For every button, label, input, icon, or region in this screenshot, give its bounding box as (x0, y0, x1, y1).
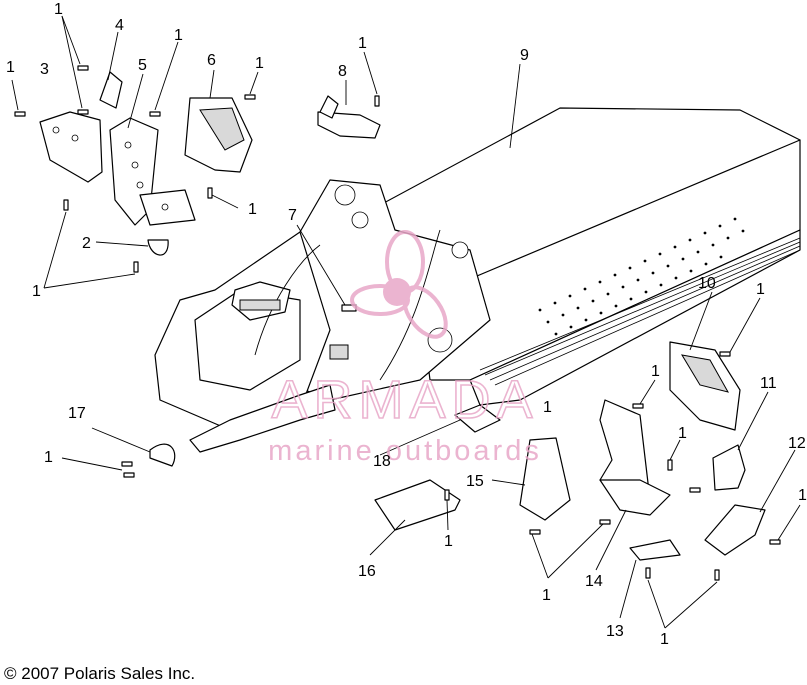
watermark: ARMADA marine outboards (268, 230, 542, 467)
callout-8: 8 (338, 63, 347, 80)
part-17-cover (149, 443, 176, 467)
callout-1: 1 (6, 59, 15, 76)
callout-1: 1 (444, 533, 453, 550)
callout-7: 7 (288, 207, 297, 224)
callout-1: 1 (798, 487, 807, 504)
callout-1: 1 (32, 283, 41, 300)
callout-1: 1 (660, 631, 669, 648)
callout-10: 10 (698, 275, 716, 292)
callout-9: 9 (520, 47, 529, 64)
callout-17: 17 (68, 405, 86, 422)
watermark-brand: ARMADA (271, 370, 538, 430)
part-6-guard (184, 97, 253, 173)
part-3-bracket (39, 111, 103, 183)
part-4-clip (99, 71, 123, 109)
callout-1: 1 (542, 587, 551, 604)
callout-15: 15 (466, 473, 484, 490)
part-11-panel (712, 444, 746, 491)
callout-6: 6 (207, 52, 216, 69)
copyright-notice: © 2007 Polaris Sales Inc. (4, 664, 196, 683)
part-8-mount (317, 95, 381, 139)
callout-13: 13 (606, 623, 624, 640)
callout-1: 1 (248, 201, 257, 218)
part-14-support (599, 399, 671, 516)
callout-16: 16 (358, 563, 376, 580)
fasteners (14, 65, 781, 581)
callout-4: 4 (115, 17, 124, 34)
callout-14: 14 (585, 573, 603, 590)
callout-1: 1 (678, 425, 687, 442)
callout-18: 18 (373, 453, 391, 470)
callout-1: 1 (756, 281, 765, 298)
callout-1: 1 (174, 27, 183, 44)
callout-1: 1 (44, 449, 53, 466)
watermark-logo-icon (350, 230, 448, 339)
callout-1: 1 (358, 35, 367, 52)
part-16-plate (374, 479, 461, 531)
callout-1: 1 (54, 1, 63, 18)
callout-1: 1 (543, 399, 552, 416)
callout-12: 12 (788, 435, 806, 452)
tunnel-perforations (538, 217, 745, 336)
part-18-mount (454, 404, 501, 433)
callout-2: 2 (82, 235, 91, 252)
callout-1: 1 (651, 363, 660, 380)
part-2-clamp (147, 239, 169, 256)
callout-labels: 1 3 1 4 5 1 6 1 1 8 9 7 1 2 1 10 1 11 1 … (6, 1, 807, 648)
part-10-guard (669, 341, 741, 431)
part-12-plate (704, 504, 766, 556)
callout-5: 5 (138, 57, 147, 74)
leader-lines (11, 15, 801, 629)
part-15-guard (519, 437, 571, 521)
callout-11: 11 (760, 375, 777, 392)
part-13-bracket (629, 539, 681, 561)
part-5-plate (109, 117, 196, 226)
callout-3: 3 (40, 61, 49, 78)
watermark-tagline: marine outboards (268, 435, 542, 467)
callout-1: 1 (255, 55, 264, 72)
